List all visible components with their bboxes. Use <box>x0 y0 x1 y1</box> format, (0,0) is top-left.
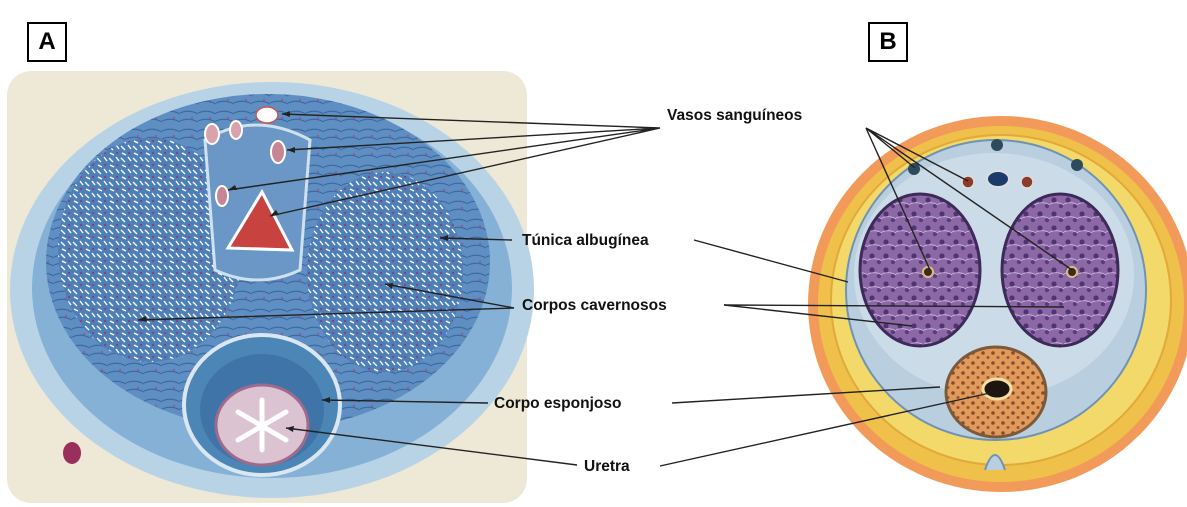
urethra <box>983 379 1011 399</box>
label-uretra: Uretra <box>584 458 630 476</box>
panel-label-a: A <box>27 22 67 62</box>
label-tunica-albuginea: Túnica albugínea <box>522 232 649 250</box>
label-corpo-esponjoso: Corpo esponjoso <box>494 395 621 413</box>
histology-vessel <box>205 124 219 144</box>
label-vasos-sanguineos: Vasos sanguíneos <box>667 107 802 125</box>
deep-artery-right <box>1067 267 1077 277</box>
histology-vessel <box>256 107 278 123</box>
dorsal-artery <box>1021 176 1033 188</box>
label-corpos-cavernosos: Corpos cavernosos <box>522 297 667 315</box>
superficial-vein <box>1071 159 1083 171</box>
superficial-vein <box>991 139 1003 151</box>
dorsal-artery <box>962 176 974 188</box>
histology-panel <box>7 71 534 503</box>
deep-artery-left <box>923 267 933 277</box>
panel-label-b: B <box>868 22 908 62</box>
histology-vessel <box>216 186 228 206</box>
illustration-panel <box>808 116 1187 492</box>
histology-vessel <box>271 141 285 163</box>
corpus-cavernosum-right <box>1002 194 1118 346</box>
histology-vessel <box>230 121 242 139</box>
corpus-cavernosum-left <box>860 194 980 346</box>
dorsal-vein <box>987 171 1009 187</box>
